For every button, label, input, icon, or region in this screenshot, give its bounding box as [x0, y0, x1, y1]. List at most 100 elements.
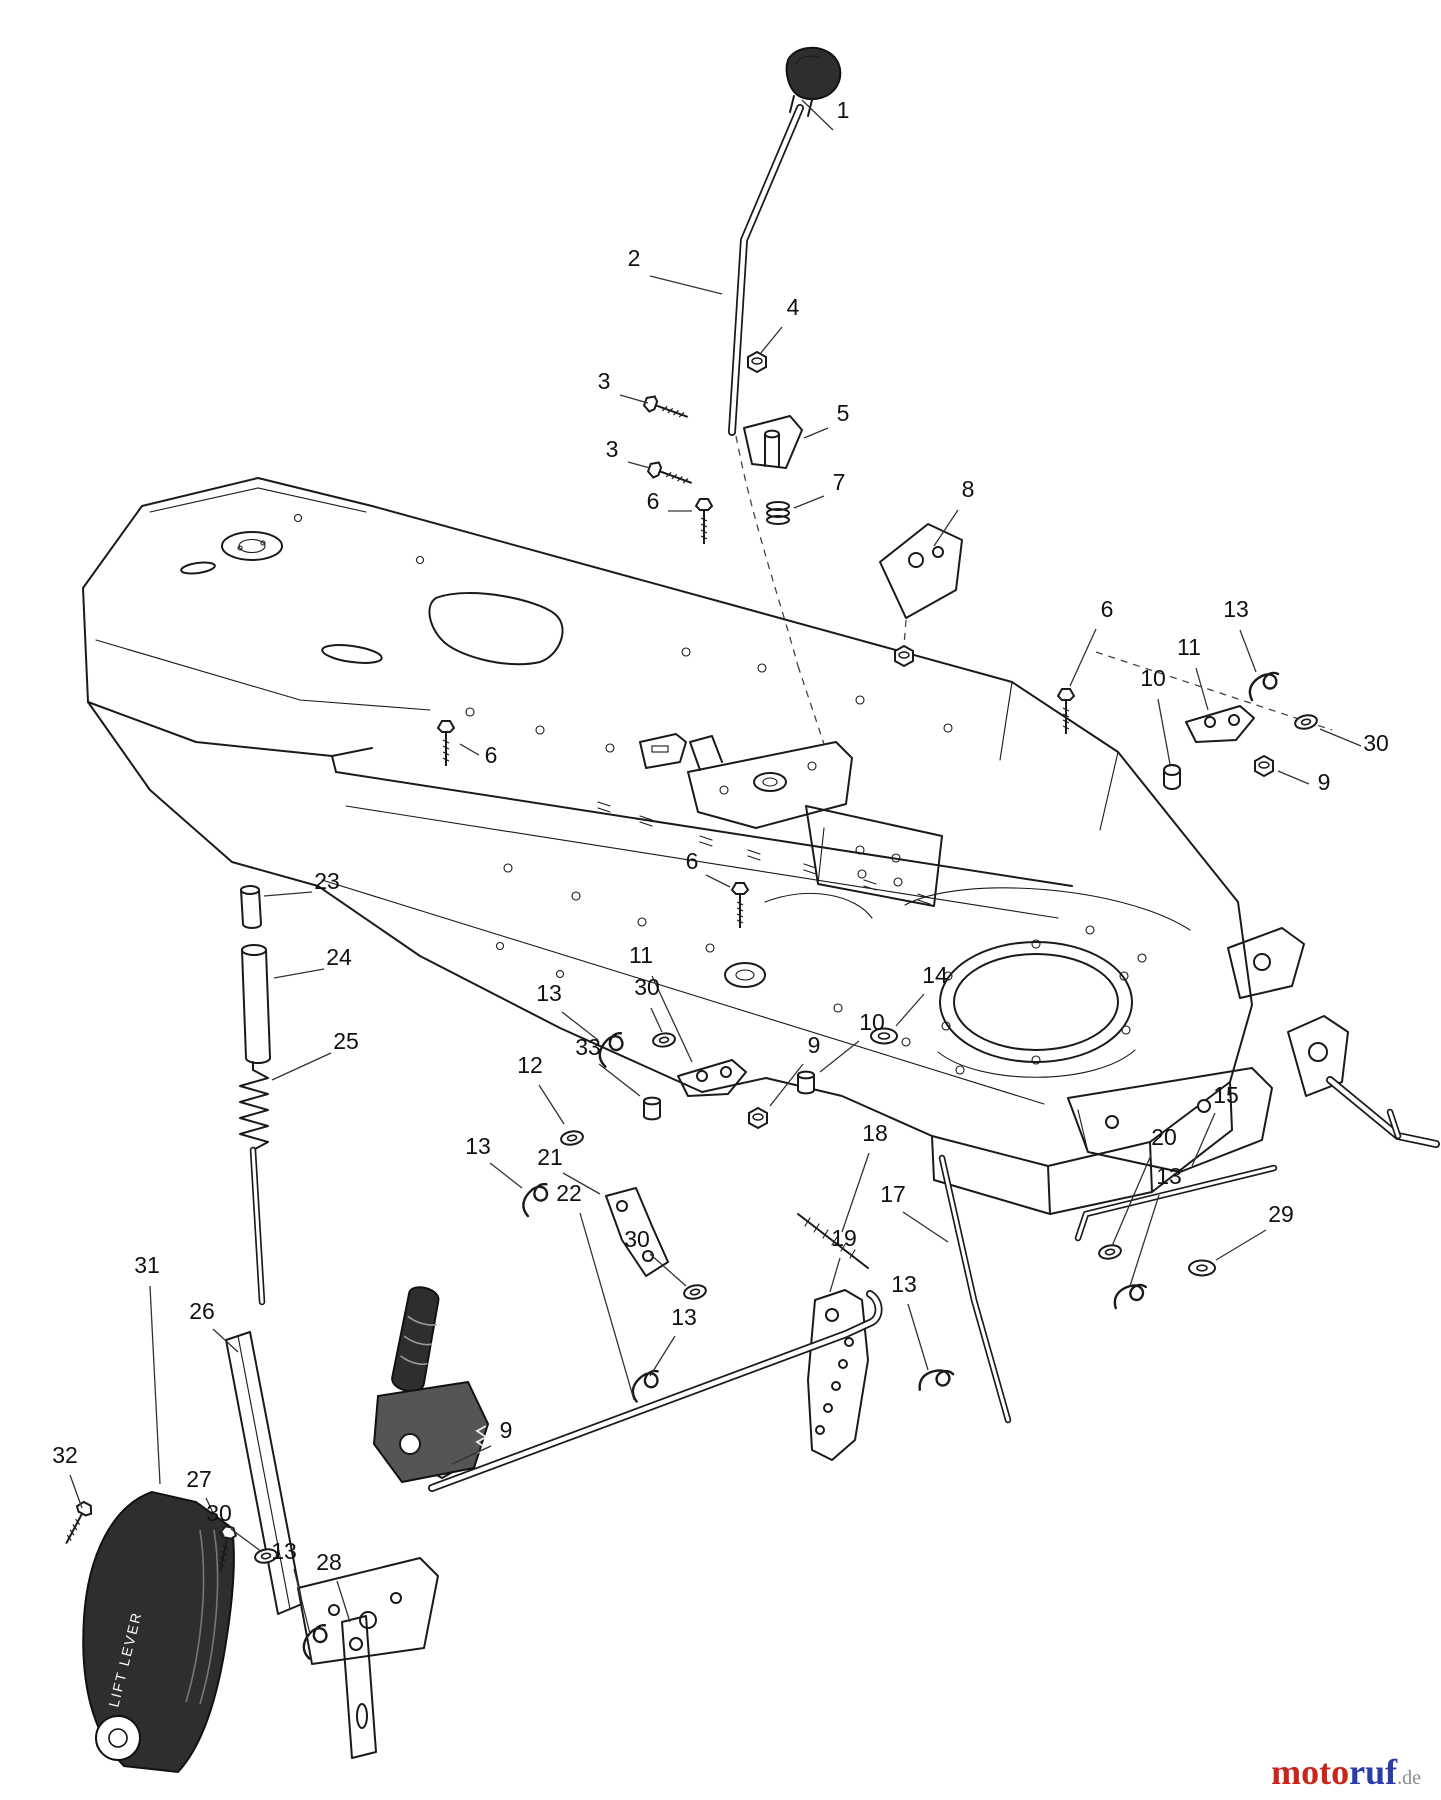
nut-part9-b — [748, 1107, 768, 1129]
grip-and-sector — [372, 1286, 490, 1484]
watermark-part1: moto — [1271, 1752, 1350, 1792]
callout-19: 19 — [831, 1225, 857, 1251]
leader-line — [649, 1335, 676, 1377]
leader-line — [1157, 698, 1171, 765]
watermark-part2: ruf — [1349, 1752, 1398, 1792]
callout-13: 13 — [891, 1271, 917, 1297]
spacer-part10-a — [1163, 764, 1181, 790]
callout-31: 31 — [134, 1252, 160, 1278]
leader-line — [271, 1052, 332, 1081]
leader-line — [907, 1303, 929, 1371]
plate-part11-a — [1185, 705, 1255, 743]
callout-30: 30 — [634, 974, 660, 1000]
callout-13: 13 — [465, 1133, 491, 1159]
leader-line — [895, 993, 925, 1027]
leader-line — [562, 1172, 601, 1195]
rear-hinge-plate — [1227, 927, 1305, 999]
callout-3: 3 — [598, 368, 611, 394]
callout-8: 8 — [962, 476, 975, 502]
leader-line — [801, 99, 834, 131]
callout-30: 30 — [624, 1226, 650, 1252]
leader-line — [803, 427, 829, 439]
leader-line — [1111, 1154, 1152, 1247]
callout-11: 11 — [1177, 634, 1201, 660]
engine-mount-ring — [724, 892, 1136, 1078]
suspension-rods — [797, 1154, 1278, 1424]
spring-part25 — [239, 1061, 269, 1151]
leader-line — [598, 1063, 641, 1097]
leader-line — [263, 891, 313, 897]
leader-line — [561, 1011, 599, 1041]
callout-24: 24 — [326, 944, 352, 970]
callout-11: 11 — [629, 942, 653, 968]
spacer-part23 — [240, 885, 262, 929]
rod-part18 — [797, 1213, 869, 1269]
callout-13: 13 — [536, 980, 562, 1006]
leader-line — [579, 1212, 635, 1401]
leader-line — [336, 1580, 351, 1623]
leader-line — [627, 461, 651, 469]
callout-3: 3 — [606, 436, 619, 462]
leader-line — [459, 743, 480, 756]
lift-shaft-assembly — [428, 1282, 883, 1492]
washer-part14 — [870, 1027, 898, 1045]
ferrule-part7 — [766, 501, 790, 525]
callout-29: 29 — [1268, 1201, 1294, 1227]
callout-30: 30 — [206, 1500, 232, 1526]
lift-handle-assembly — [728, 46, 842, 745]
callout-14: 14 — [922, 962, 948, 988]
callout-15: 15 — [1213, 1082, 1239, 1108]
callout-20: 20 — [1151, 1124, 1177, 1150]
callout-18: 18 — [862, 1120, 888, 1146]
callout-9: 9 — [500, 1417, 513, 1443]
callout-13: 13 — [1223, 596, 1249, 622]
lift-lever-assembly: LIFT LEVER — [58, 1331, 439, 1774]
leader-line — [1319, 728, 1362, 747]
callout-12: 12 — [517, 1052, 543, 1078]
washer-part29 — [1188, 1259, 1216, 1277]
callout-13: 13 — [1156, 1163, 1182, 1189]
center-bracket — [639, 733, 943, 907]
leader-line — [1191, 1112, 1216, 1167]
leader-line — [819, 1040, 860, 1073]
handle-knob — [785, 46, 842, 101]
bracket-part5 — [743, 415, 803, 469]
leader-line — [212, 1328, 239, 1353]
deck-holes — [465, 647, 1147, 1075]
leader-line — [1277, 770, 1310, 785]
callout-23: 23 — [314, 868, 340, 894]
callout-13: 13 — [671, 1304, 697, 1330]
bracket-part19 — [807, 1289, 869, 1461]
leader-line — [451, 1445, 492, 1465]
callout-10: 10 — [1140, 665, 1166, 691]
callout-6: 6 — [485, 742, 498, 768]
callout-26: 26 — [189, 1298, 215, 1324]
leader-line — [1195, 667, 1209, 711]
callout-6: 6 — [686, 848, 699, 874]
leader-line — [841, 1152, 870, 1233]
callout-30: 30 — [1363, 730, 1389, 756]
leader-line — [538, 1084, 565, 1125]
callout-4: 4 — [787, 294, 800, 320]
leader-line — [902, 1211, 949, 1243]
callout-10: 10 — [859, 1009, 885, 1035]
spacer-part10-b — [797, 1070, 815, 1095]
callout-21: 21 — [537, 1144, 563, 1170]
link-part21 — [605, 1187, 669, 1277]
leader-line — [829, 1257, 841, 1293]
leader-line — [149, 1285, 161, 1485]
callout-13: 13 — [271, 1538, 297, 1564]
bushing-part33 — [643, 1096, 661, 1121]
leader-line — [230, 1528, 263, 1553]
callout-22: 22 — [556, 1180, 582, 1206]
leader-line — [1215, 1229, 1267, 1261]
leader-line — [1129, 1194, 1160, 1287]
bracket-part28 — [341, 1615, 377, 1759]
quadrant-part31: LIFT LEVER — [82, 1490, 235, 1774]
callout-7: 7 — [833, 469, 846, 495]
leader-line — [933, 509, 959, 547]
leader-line — [205, 1497, 225, 1537]
callout-5: 5 — [837, 400, 850, 426]
